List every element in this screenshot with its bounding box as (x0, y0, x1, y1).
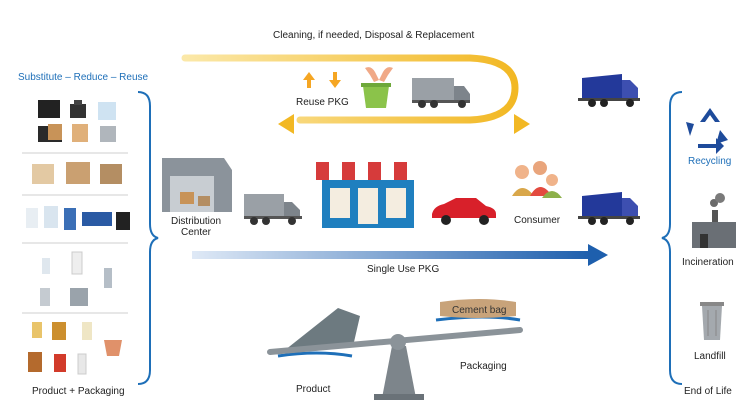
left-title: Substitute – Reduce – Reuse (18, 72, 149, 83)
distribution-center-label: Distribution Center (170, 216, 222, 238)
hands-icon (365, 67, 393, 82)
top-loop-label: Cleaning, if needed, Disposal & Replacem… (273, 30, 475, 41)
reuse-arrows-icon (303, 72, 341, 88)
left-bracket (137, 91, 159, 385)
warehouse-icon (162, 158, 232, 212)
single-use-arrow (192, 244, 608, 266)
end-of-life-label: End of Life (684, 386, 732, 397)
recycling-symbol-icon (686, 108, 728, 154)
store-icon (316, 162, 420, 228)
balance-scale-icon (267, 299, 523, 400)
product-label: Product (296, 384, 331, 395)
incinerator-icon (692, 193, 736, 248)
reuse-pkg-label: Reuse PKG (296, 97, 349, 108)
garbage-truck-icon-top (578, 74, 640, 107)
truck-icon-reuse (412, 78, 470, 108)
car-icon (432, 198, 496, 225)
product-packaging-label: Product + Packaging (32, 386, 125, 397)
cement-bag-label: Cement bag (452, 305, 507, 316)
single-use-pkg-label: Single Use PKG (367, 264, 440, 275)
recycling-label: Recycling (688, 156, 732, 167)
garbage-truck-icon-bottom (578, 192, 640, 225)
recycle-bin-icon (361, 83, 391, 108)
right-bracket (661, 91, 683, 385)
reuse-loop-arrow (181, 54, 530, 134)
truck-icon-distribution (244, 194, 302, 225)
consumer-label: Consumer (514, 215, 561, 226)
incineration-label: Incineration (682, 257, 734, 268)
landfill-label: Landfill (694, 351, 726, 362)
trash-can-icon (700, 302, 724, 340)
product-packaging-column (22, 100, 130, 375)
consumers-icon (512, 161, 562, 198)
packaging-label: Packaging (460, 361, 507, 372)
